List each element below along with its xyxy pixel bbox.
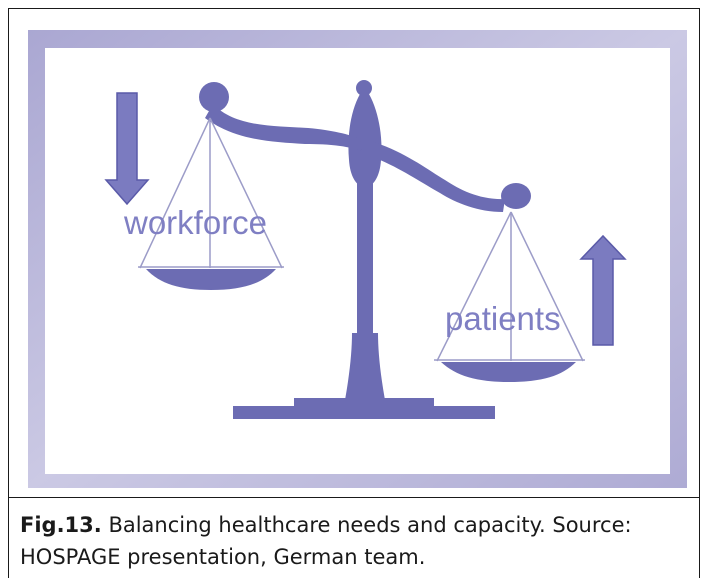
arrow-up-icon (579, 234, 627, 346)
caption-border (8, 497, 700, 578)
figure-caption: Fig.13. Balancing healthcare needs and c… (20, 509, 700, 573)
balance-scale-icon (199, 80, 531, 419)
figure-illustration: workforce patients (28, 30, 687, 488)
right-pan (434, 211, 585, 382)
caption-text: Balancing healthcare needs and capacity.… (20, 513, 632, 569)
patients-label: patients (445, 300, 561, 337)
figure-number: Fig.13. (20, 513, 102, 537)
arrow-down-icon (104, 92, 150, 206)
workforce-label: workforce (123, 204, 267, 241)
left-pan (138, 117, 284, 290)
